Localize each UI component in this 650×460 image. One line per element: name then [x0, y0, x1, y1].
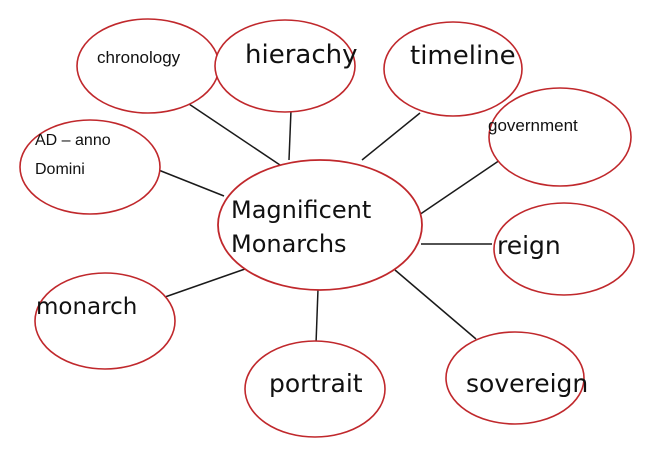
node-monarch-ellipse [34, 272, 176, 370]
connector-sovereign [394, 269, 477, 340]
center-title-line2: Monarchs [231, 230, 347, 258]
node-sovereign-ellipse [445, 331, 585, 425]
node-timeline-ellipse [383, 21, 523, 117]
node-sovereign-label: sovereign [466, 369, 589, 398]
connector-hierachy [288, 109, 292, 161]
connector-government [418, 157, 504, 216]
node-ad-anno-domini-ellipse [19, 119, 161, 215]
node-government-label: government [488, 116, 578, 135]
node-government-ellipse [488, 87, 632, 187]
node-ad-anno-domini-label-line1: AD – anno [35, 132, 111, 149]
connector-timeline [361, 112, 421, 161]
center-title-line1: Magnificent [231, 196, 372, 224]
connector-chronology [182, 99, 281, 166]
node-ad-anno-domini-label-line2: Domini [35, 161, 85, 178]
node-monarch-label: monarch [36, 294, 138, 320]
node-hierachy-label: hierachy [245, 40, 358, 70]
connector-portrait [315, 288, 319, 345]
connector-ad-anno-domini [155, 168, 225, 197]
node-center-ellipse [217, 159, 423, 291]
connector-monarch [164, 268, 246, 298]
node-reign-label: reign [497, 231, 561, 260]
node-portrait-label: portrait [269, 369, 363, 398]
node-hierachy-ellipse [214, 19, 356, 113]
node-chronology-label: chronology [97, 48, 181, 67]
node-portrait-ellipse [244, 340, 386, 438]
node-timeline-label: timeline [410, 41, 516, 71]
node-reign-ellipse [493, 202, 635, 296]
